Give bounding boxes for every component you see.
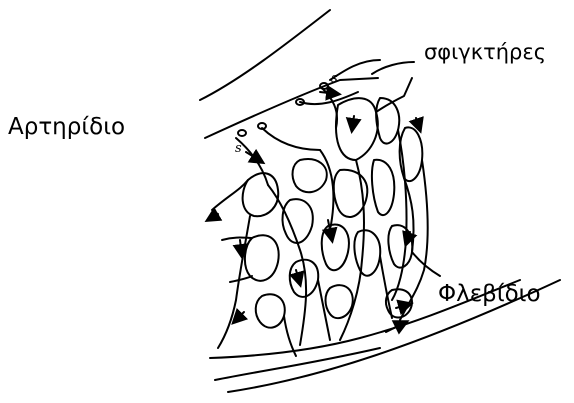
flow-arrow xyxy=(416,118,420,130)
flow-arrow xyxy=(246,152,262,162)
capillary-loop xyxy=(293,159,327,192)
capillary-loop xyxy=(322,224,349,270)
capillary-strand xyxy=(380,256,392,318)
flow-arrow xyxy=(234,312,244,322)
capillary-loop xyxy=(245,235,279,281)
capillary-loop xyxy=(283,199,313,243)
sphincter-mark-top: s xyxy=(331,71,338,86)
capillary-loop xyxy=(256,294,285,327)
capillary-strand xyxy=(284,316,296,356)
capillary-strand xyxy=(376,78,412,112)
flow-arrow xyxy=(386,322,406,332)
capillary-strand xyxy=(340,160,364,340)
capillary-loop xyxy=(372,160,394,215)
sphincters-label: σφιγκτήρες xyxy=(424,40,546,64)
flow-arrow xyxy=(240,240,242,256)
sphincter-ring xyxy=(258,123,266,129)
flow-arrow xyxy=(320,92,338,94)
capillary-strand xyxy=(320,150,333,230)
capillary-loop xyxy=(326,285,353,318)
flow-arrow xyxy=(296,270,300,284)
sphincter-mark-left: s xyxy=(235,141,242,156)
arteriole-label: Αρτηρίδιο xyxy=(8,114,125,140)
venule-lower-wall xyxy=(215,348,380,380)
capillary-loop xyxy=(354,230,380,275)
sphincter-leader-line xyxy=(372,62,414,74)
venule-label: Φλεβίδιο xyxy=(438,281,541,307)
flow-arrow xyxy=(208,214,218,220)
sphincter-ring xyxy=(238,130,246,136)
branch-sphincter-mid xyxy=(262,128,320,150)
arteriole-outer-wall xyxy=(200,10,330,100)
capillary-strand xyxy=(222,238,252,241)
flow-arrow xyxy=(352,116,354,130)
capillary-loop xyxy=(388,225,412,267)
capillary-loop xyxy=(336,98,378,160)
capillary-strand xyxy=(230,276,252,282)
